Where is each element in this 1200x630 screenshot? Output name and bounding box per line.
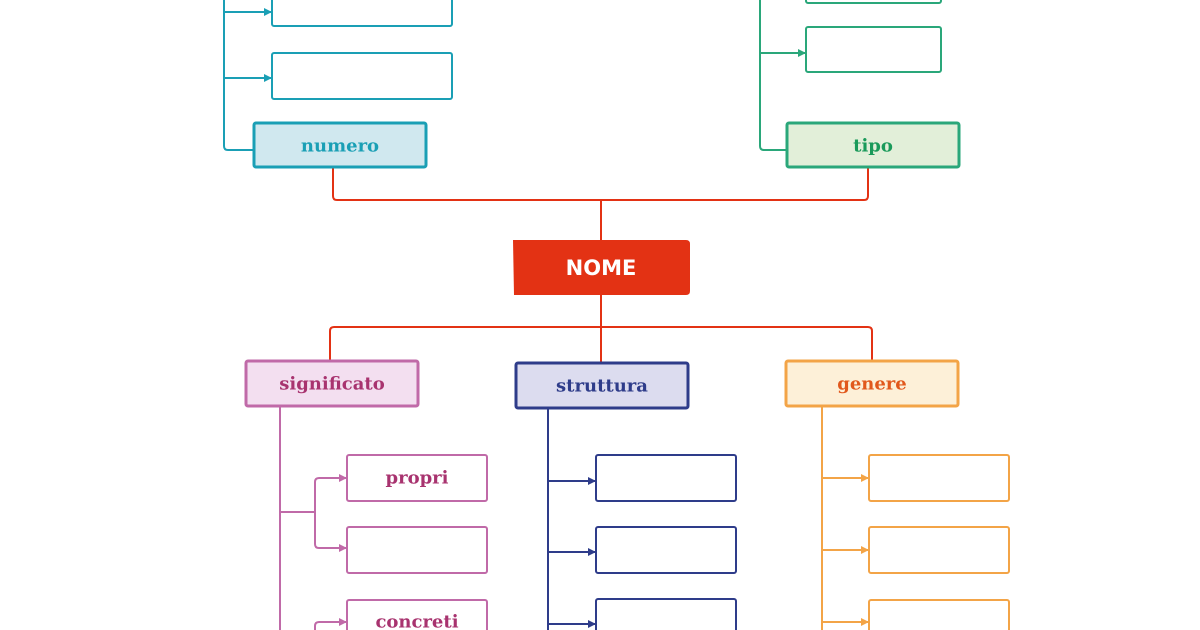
root-label: NOME <box>566 256 637 280</box>
significato-branch: significato propri concreti <box>244 359 488 630</box>
propri-box[interactable] <box>346 454 488 502</box>
significato-label: significato <box>279 374 385 395</box>
genere-label: genere <box>837 374 907 395</box>
numero-node[interactable] <box>252 121 428 169</box>
numero-child-box[interactable] <box>271 0 453 27</box>
concreti-label: concreti <box>375 612 458 630</box>
genere-child-box[interactable] <box>868 526 1010 574</box>
struttura-child-box[interactable] <box>595 598 737 630</box>
tipo-branch: tipo <box>759 0 961 169</box>
numero-child-box[interactable] <box>271 52 453 100</box>
struttura-child-box[interactable] <box>595 454 737 502</box>
tipo-child-box[interactable] <box>805 0 942 4</box>
genere-branch: genere <box>784 359 1010 630</box>
genere-child-box[interactable] <box>868 599 1010 630</box>
struttura-branch: struttura <box>514 361 737 630</box>
struttura-node[interactable] <box>514 361 690 410</box>
tipo-node[interactable] <box>785 121 961 169</box>
numero-branch: numero <box>223 0 453 169</box>
significato-empty-box[interactable] <box>346 526 488 574</box>
tipo-label: tipo <box>853 136 893 157</box>
concreti-box[interactable] <box>346 599 488 630</box>
struttura-child-box[interactable] <box>595 526 737 574</box>
tipo-child-box[interactable] <box>805 26 942 73</box>
genere-node[interactable] <box>784 359 960 408</box>
propri-label: propri <box>386 468 449 489</box>
struttura-label: struttura <box>556 376 648 397</box>
significato-node[interactable] <box>244 359 420 408</box>
genere-child-box[interactable] <box>868 454 1010 502</box>
root-node[interactable]: NOME <box>513 240 690 295</box>
numero-label: numero <box>301 136 379 157</box>
root-connectors <box>329 168 873 362</box>
